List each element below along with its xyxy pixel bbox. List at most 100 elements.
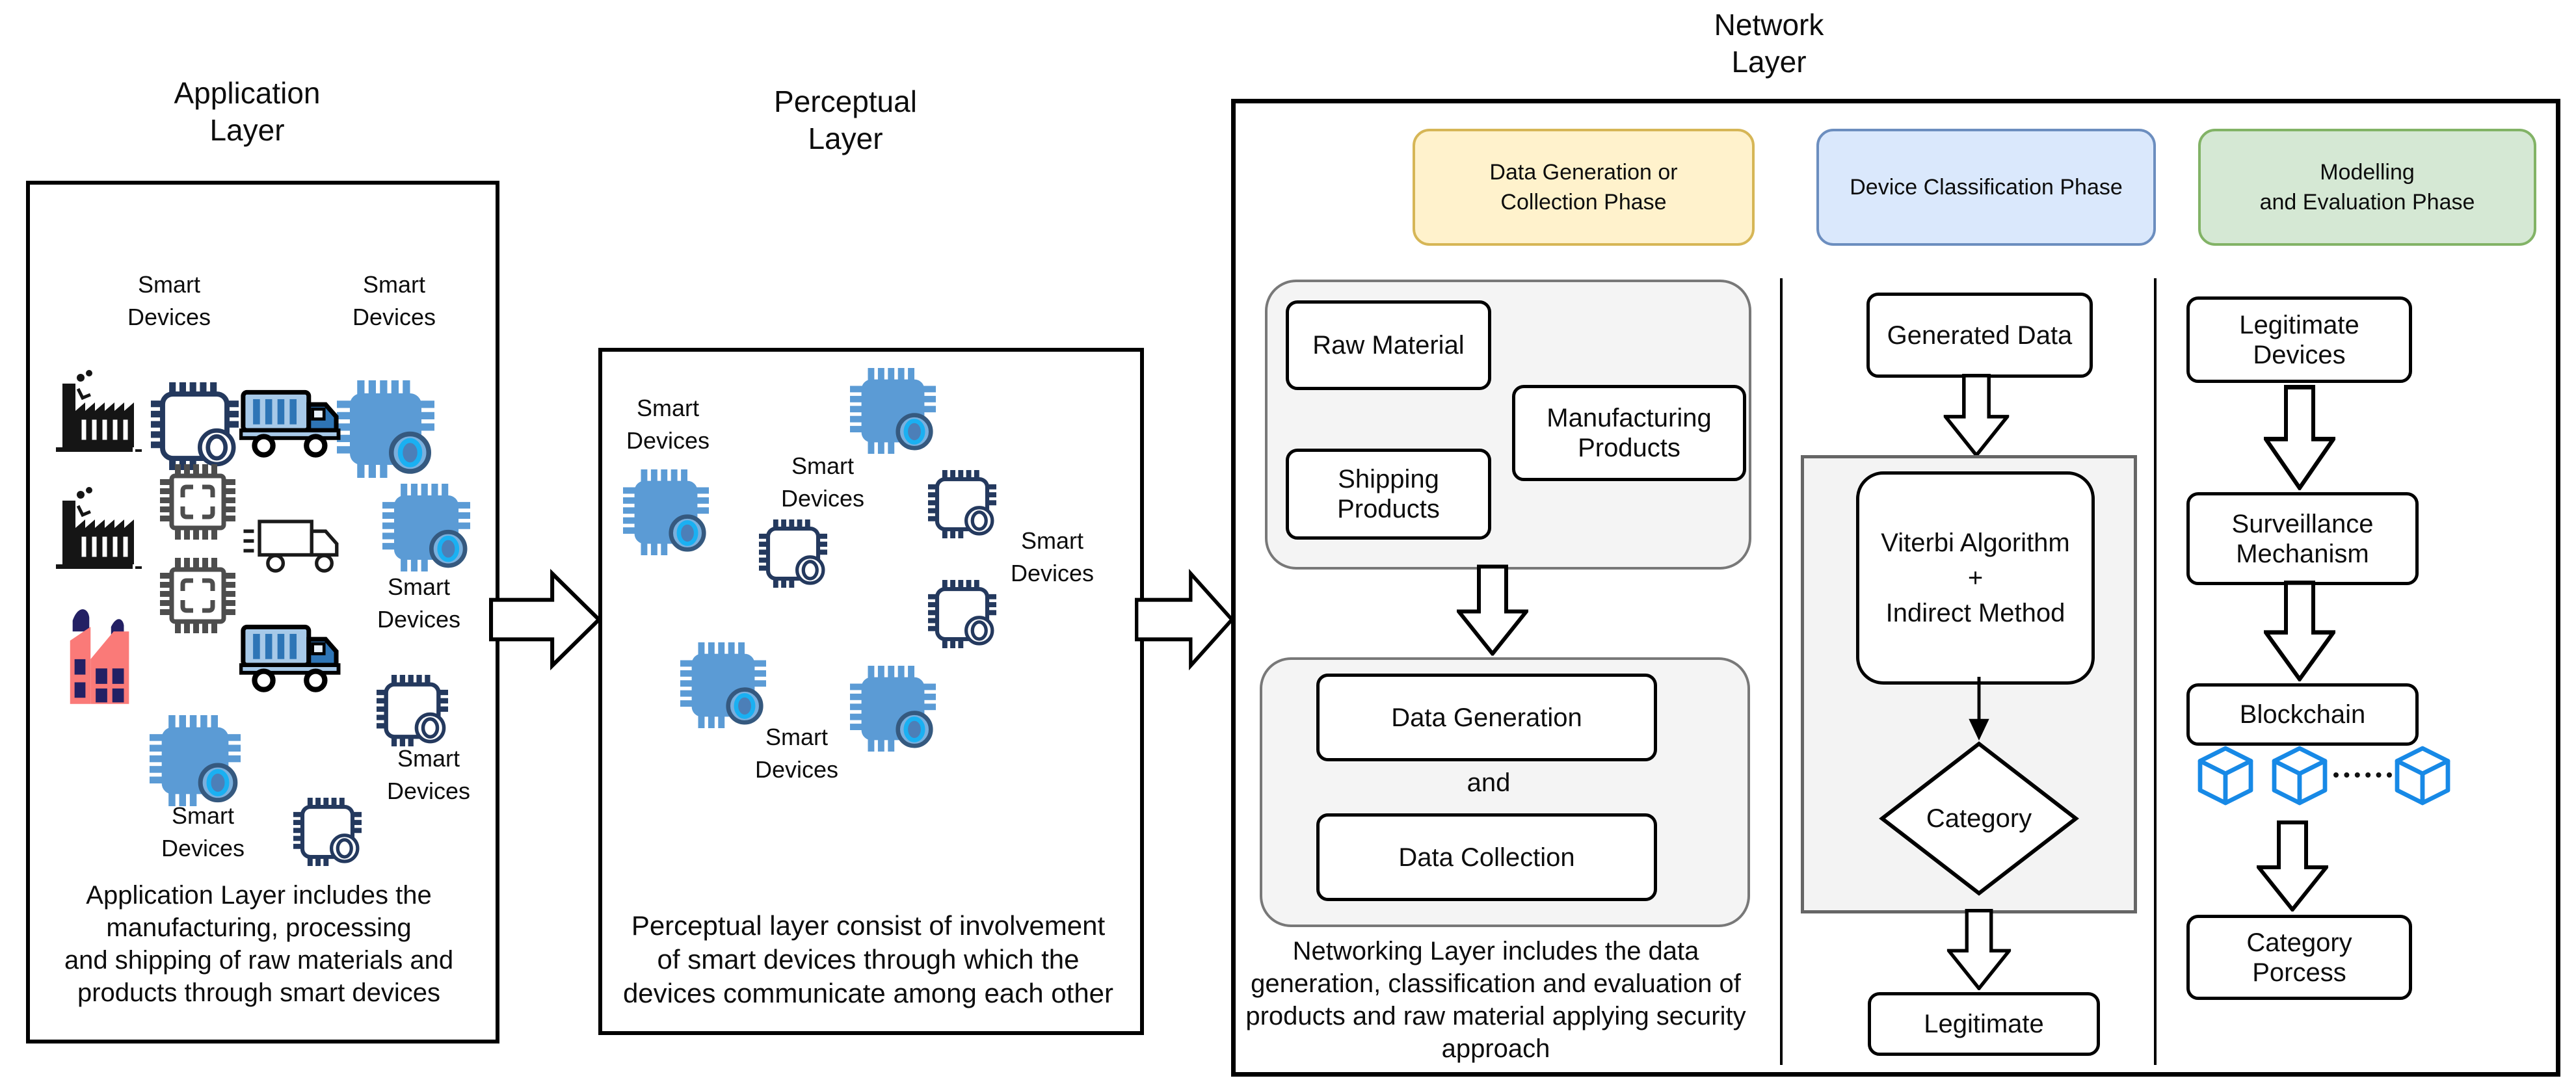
category-label: Category: [1926, 804, 2032, 833]
caption-line: Application Layer includes the: [86, 881, 432, 910]
title-line: Layer: [808, 122, 883, 155]
caption-line: products and raw material applying secur…: [1245, 1002, 1746, 1030]
title-line: Perceptual: [774, 85, 917, 118]
algorithm-line: Indirect Method: [1885, 599, 2065, 627]
shipping-products-box: Shipping Products: [1286, 449, 1491, 540]
application-layer-caption: Application Layer includes the manufactu…: [34, 879, 484, 1009]
delivery-truck-outline-icon: [243, 510, 355, 580]
network-layer-caption: Networking Layer includes the data gener…: [1236, 935, 1756, 1065]
title-line: Layer: [209, 113, 285, 147]
smart-devices-label: Smart Devices: [386, 745, 471, 804]
smart-devices-label: Smart Devices: [352, 271, 436, 330]
title-line: Application: [174, 76, 321, 110]
block-arrow-right-icon: [489, 564, 601, 676]
smart-device-chip-outline-icon: [377, 675, 448, 746]
and-label: and: [1467, 768, 1511, 797]
block-arrow-down-icon: [2264, 581, 2335, 681]
column-divider: [1780, 278, 1783, 1065]
phase-data-generation-collection: Data Generation or Collection Phase: [1413, 129, 1755, 246]
surveillance-mechanism-box: Surveillance Mechanism: [2186, 492, 2419, 585]
caption-line: Networking Layer includes the data: [1292, 937, 1699, 965]
manufacturing-products-box: Manufacturing Products: [1512, 385, 1746, 481]
smart-devices-label: Smart Devices: [754, 724, 839, 783]
caption-line: and shipping of raw materials and: [64, 946, 454, 975]
data-generation-box: Data Generation: [1316, 674, 1657, 761]
smart-device-chip-outline-icon: [293, 798, 362, 866]
blockchain-box: Blockchain: [2186, 683, 2419, 746]
title-line: Network: [1714, 8, 1824, 42]
network-layer-title: Network Layer: [1639, 7, 1899, 81]
legitimate-label: Legitimate: [1924, 1010, 2044, 1038]
smart-devices-label: Smart Devices: [1010, 527, 1095, 586]
phase-label-line: Device Classification Phase: [1850, 175, 2123, 200]
category-process-box: Category Porcess: [2186, 915, 2412, 1000]
delivery-truck-icon: [239, 383, 354, 460]
phase-label-line: Data Generation or: [1489, 160, 1678, 185]
block-arrow-down-icon: [1943, 909, 2015, 990]
smart-devices-label: Smart Devices: [780, 453, 865, 512]
shipping-products-label: Shipping Products: [1337, 465, 1440, 523]
smart-device-chip-outline-icon: [759, 519, 827, 588]
cpu-chip-icon: [159, 463, 237, 541]
data-collection-label: Data Collection: [1398, 843, 1575, 872]
generated-data-box: Generated Data: [1866, 293, 2093, 378]
surveillance-mechanism-label: Surveillance Mechanism: [2231, 509, 2374, 568]
blockchain-cube-icon: [2194, 744, 2257, 807]
caption-line: approach: [1441, 1034, 1550, 1063]
phase-label-line: Collection Phase: [1500, 190, 1667, 215]
phase-label-line: and Evaluation Phase: [2259, 190, 2475, 215]
factory-pink-icon: [60, 597, 143, 709]
delivery-truck-icon: [239, 618, 354, 694]
smart-device-chip-icon: [623, 469, 709, 555]
block-arrow-down-icon: [1941, 374, 2012, 457]
algorithm-line: Viterbi Algorithm: [1881, 529, 2070, 557]
blockchain-label: Blockchain: [2239, 700, 2366, 729]
caption-line: devices communicate among each other: [622, 978, 1114, 1008]
blockchain-cube-icon: [2268, 744, 2331, 807]
application-layer-title: Application Layer: [117, 75, 377, 149]
smart-device-chip-outline-icon: [151, 382, 239, 470]
data-generation-label: Data Generation: [1391, 703, 1582, 732]
phase-label-line: Modelling: [2320, 160, 2415, 185]
perceptual-layer-caption: Perceptual layer consist of involvement …: [608, 909, 1128, 1010]
application-layer-box: [26, 181, 499, 1043]
smart-device-chip-outline-icon: [928, 580, 996, 648]
raw-material-box: Raw Material: [1286, 300, 1491, 390]
viterbi-algorithm-box: Viterbi Algorithm + Indirect Method: [1856, 471, 2095, 685]
legitimate-box: Legitimate: [1868, 992, 2100, 1056]
blockchain-link-dots: [2333, 772, 2392, 778]
factory-icon: [52, 369, 146, 464]
flow-arrow-icon: [1969, 677, 1989, 741]
data-collection-box: Data Collection: [1316, 813, 1657, 901]
smart-devices-label: Smart Devices: [626, 395, 710, 454]
category-diamond: Category: [1879, 741, 2079, 897]
caption-line: products through smart devices: [77, 978, 441, 1007]
smart-device-chip-icon: [850, 368, 936, 454]
phase-modelling-evaluation: Modelling and Evaluation Phase: [2198, 129, 2536, 246]
column-divider: [2154, 278, 2157, 1065]
caption-line: generation, classification and evaluatio…: [1251, 969, 1741, 998]
caption-line: Perceptual layer consist of involvement: [631, 910, 1106, 941]
generated-data-label: Generated Data: [1887, 321, 2073, 350]
raw-material-label: Raw Material: [1312, 331, 1465, 360]
block-arrow-right-icon: [1135, 564, 1234, 676]
smart-device-chip-icon: [150, 715, 241, 806]
smart-devices-label: Smart Devices: [377, 573, 461, 633]
algorithm-line: +: [1967, 564, 1984, 592]
legitimate-devices-label: Legitimate Devices: [2239, 310, 2359, 369]
block-arrow-down-icon: [2264, 385, 2335, 490]
block-arrow-down-icon: [2257, 820, 2328, 912]
smart-devices-label: Smart Devices: [161, 802, 245, 861]
manufacturing-products-label: Manufacturing Products: [1547, 404, 1712, 462]
phase-device-classification: Device Classification Phase: [1816, 129, 2156, 246]
legitimate-devices-box: Legitimate Devices: [2186, 296, 2412, 383]
perceptual-layer-title: Perceptual Layer: [715, 83, 976, 157]
category-process-label: Category Porcess: [2246, 928, 2352, 987]
caption-line: of smart devices through which the: [657, 944, 1080, 975]
smart-device-chip-icon: [382, 484, 470, 571]
factory-icon: [52, 486, 146, 581]
smart-device-chip-icon: [680, 642, 766, 728]
caption-line: manufacturing, processing: [106, 913, 412, 942]
block-arrow-down-icon: [1457, 563, 1528, 657]
